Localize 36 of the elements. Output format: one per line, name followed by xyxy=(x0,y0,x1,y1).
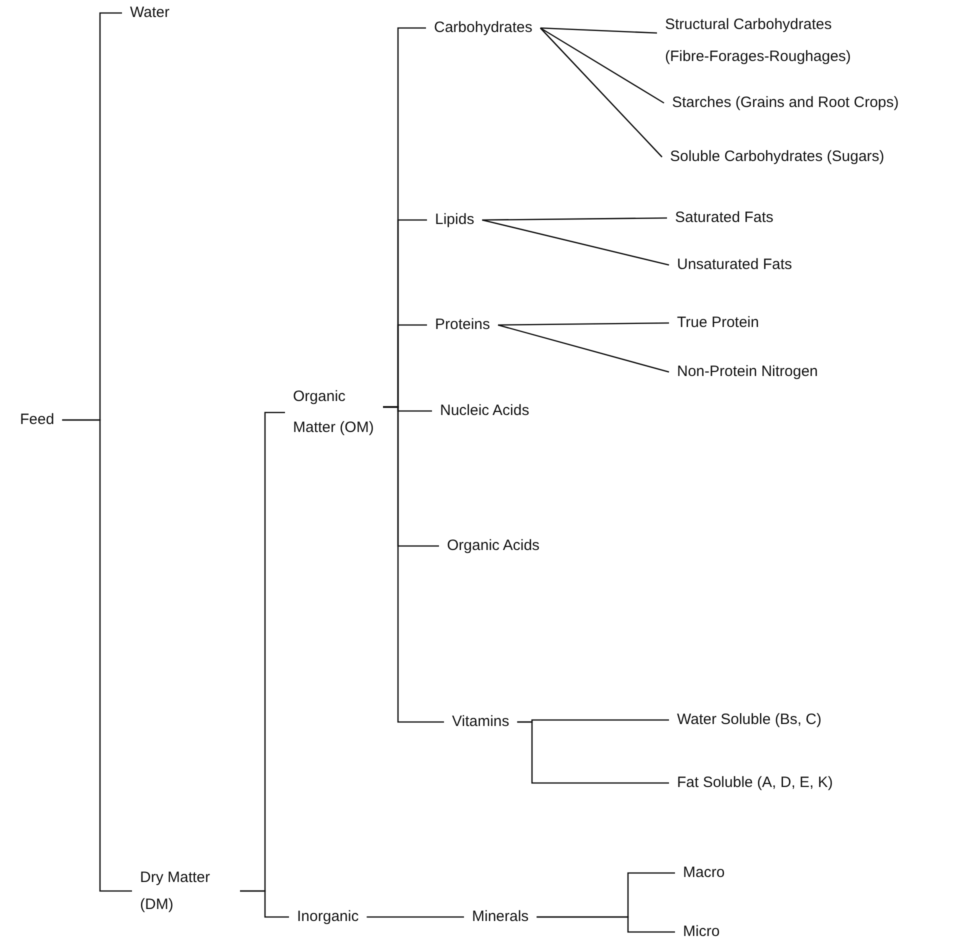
node-label: Feed xyxy=(12,411,62,429)
connector-line xyxy=(498,324,670,373)
connector-line xyxy=(482,217,667,221)
node-label: Dry Matter (DM) xyxy=(132,864,240,918)
connector-line xyxy=(540,27,664,104)
node-label: True Protein xyxy=(669,314,767,332)
connector-line xyxy=(366,916,464,918)
connector-line xyxy=(62,419,132,892)
node-label: Proteins xyxy=(427,316,498,334)
node-label: Minerals xyxy=(464,908,537,926)
connector-line xyxy=(536,916,675,933)
node-label: Water xyxy=(122,4,178,22)
node-label: Unsaturated Fats xyxy=(669,256,800,274)
node-label: Saturated Fats xyxy=(667,209,782,227)
node-label: Organic Matter (OM) xyxy=(285,382,383,443)
node-label: Micro xyxy=(675,923,728,941)
node-label: Macro xyxy=(675,864,733,882)
connector-line xyxy=(240,890,289,918)
connector-line xyxy=(540,27,658,34)
node-label: Starches (Grains and Root Crops) xyxy=(664,94,899,112)
node-label: Organic Acids xyxy=(439,537,548,555)
node-label: Structural Carbohydrates (Fibre-Forages-Roughages) xyxy=(657,9,873,73)
node-label: Water Soluble (Bs, C) xyxy=(669,711,830,729)
node-label: Vitamins xyxy=(444,713,518,731)
node-label: Carbohydrates xyxy=(426,19,540,37)
node-label: Soluble Carbohydrates (Sugars) xyxy=(662,148,892,166)
node-label: Inorganic xyxy=(289,908,367,926)
node-label: Nucleic Acids xyxy=(432,402,538,420)
connector-line xyxy=(482,219,670,266)
node-label: Fat Soluble (A, D, E, K) xyxy=(669,774,841,792)
connector-line xyxy=(540,28,662,158)
connector-line xyxy=(498,322,669,326)
connector-line xyxy=(383,406,444,723)
node-label: Non-Protein Nitrogen xyxy=(669,363,826,381)
connector-line xyxy=(517,721,669,784)
node-label: Lipids xyxy=(427,211,482,229)
